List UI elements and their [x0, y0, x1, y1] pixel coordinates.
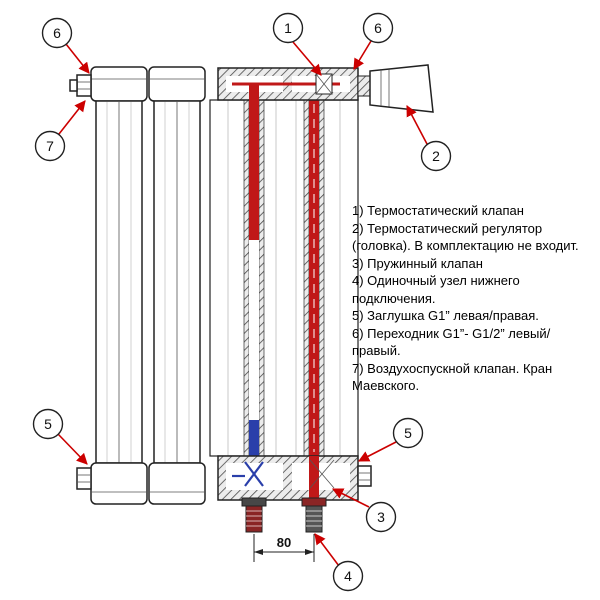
svg-text:5: 5 [44, 416, 52, 432]
dimension-80: 80 [253, 534, 315, 562]
callout-arrows [57, 40, 428, 567]
legend-line: 2) Термостатический регулятор [352, 220, 543, 236]
svg-text:6: 6 [53, 25, 61, 41]
spring-valve [309, 459, 335, 489]
callout-5-right: 5 [392, 417, 424, 449]
svg-text:2: 2 [432, 148, 440, 164]
legend-line: 6) Переходник G1”- G1/2” левый/ [352, 325, 551, 341]
legend-line: 7) Воздухоспускной клапан. Кран [352, 360, 553, 376]
thermostatic-head [357, 64, 434, 113]
callout-3: 3 [365, 501, 397, 533]
legend-line: (головка). В комплектацию не входит. [352, 238, 579, 253]
top-manifold [217, 67, 359, 102]
legend-line: 5) Заглушка G1” левая/правая. [352, 308, 539, 323]
svg-text:7: 7 [46, 138, 54, 154]
right-channel [303, 99, 325, 457]
legend-line: Маевского. [352, 378, 420, 393]
svg-text:1: 1 [284, 20, 292, 36]
callout-2: 2 [420, 140, 452, 172]
bottom-connection-unit [241, 497, 327, 533]
callout-4: 4 [332, 560, 364, 592]
callout-7: 7 [34, 130, 66, 162]
radiator-sections-front [69, 66, 206, 505]
callout-6-top-right: 6 [362, 12, 394, 44]
legend-line: 3) Пружинный клапан [352, 255, 483, 271]
legend: 1) Термостатический клапан 2) Термостати… [352, 202, 590, 395]
svg-text:4: 4 [344, 568, 352, 584]
legend-line: подключения. [352, 290, 436, 306]
dimension-label: 80 [277, 535, 291, 550]
callout-1: 1 [272, 12, 304, 44]
svg-text:3: 3 [377, 509, 385, 525]
callout-6-top-left: 6 [41, 17, 73, 49]
thermostatic-valve [315, 73, 333, 95]
legend-line: правый. [352, 343, 401, 358]
legend-line: 4) Одиночный узел нижнего [352, 273, 520, 288]
svg-text:6: 6 [374, 20, 382, 36]
radiator-section-cut [209, 64, 434, 533]
left-channel [243, 99, 265, 457]
plug-left-fitting [76, 467, 92, 490]
bottom-manifold [217, 455, 359, 501]
air-vent-fitting [69, 74, 92, 97]
callout-5-left: 5 [32, 408, 64, 440]
legend-line: 1) Термостатический клапан [352, 203, 524, 218]
plug-right-fitting [357, 465, 372, 487]
svg-text:5: 5 [404, 425, 412, 441]
